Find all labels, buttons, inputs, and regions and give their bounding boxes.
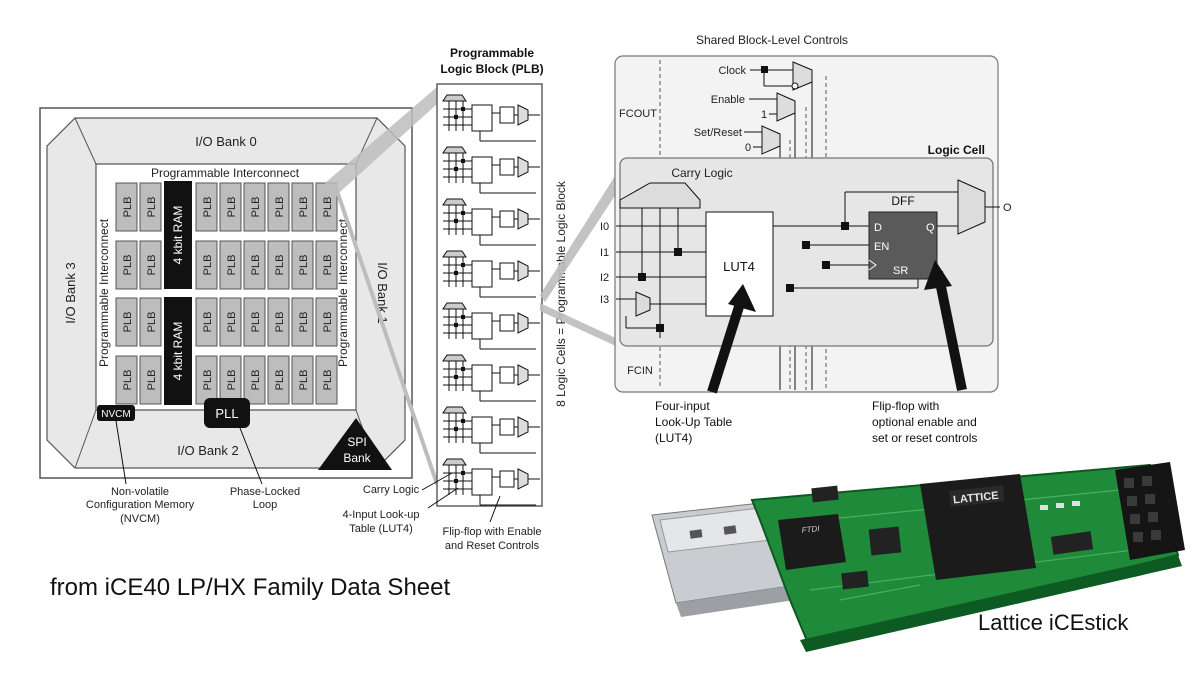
plb-tile-label: PLB <box>322 370 334 391</box>
io-bank-2: I/O Bank 2 <box>177 443 238 458</box>
dff-sr: SR <box>893 265 908 277</box>
logic-cell-title: Logic Cell <box>928 143 985 157</box>
shared-controls-title: Shared Block-Level Controls <box>696 33 848 47</box>
cell-inputs: I0 I1 I2 I3 <box>600 221 609 306</box>
logic-cell-detail: Shared Block-Level Controls FCOUT FCIN C… <box>600 33 1012 445</box>
nvcm-caption-1: Non-volatile <box>111 486 169 498</box>
ff-caption-1: Flip-flop with <box>872 399 939 413</box>
plb-tile-label: PLB <box>322 312 334 333</box>
enable-one: 1 <box>761 109 767 121</box>
plb-side-label: 8 Logic Cells = Programmable Logic Block <box>554 180 568 407</box>
plb-lut-caption-2: Table (LUT4) <box>349 523 413 535</box>
dff-d: D <box>874 222 882 234</box>
ff-caption-3: set or reset controls <box>872 431 977 445</box>
clock-label: Clock <box>718 65 746 77</box>
pll-caption-1: Phase-Locked <box>230 486 300 498</box>
plb-tile-label: PLB <box>322 255 334 276</box>
io-bank-0: I/O Bank 0 <box>195 134 256 149</box>
dff-q: Q <box>926 222 935 234</box>
plb-tile-label: PLB <box>226 370 238 391</box>
plb-tile-label: PLB <box>298 312 310 333</box>
plb-tile-label: PLB <box>274 312 286 333</box>
pll-caption-2: Loop <box>253 499 277 511</box>
nvcm-label: NVCM <box>101 409 130 420</box>
source-caption: from iCE40 LP/HX Family Data Sheet <box>50 574 450 602</box>
plb-tile-label: PLB <box>122 312 134 333</box>
plb-tile-label: PLB <box>202 197 214 218</box>
fcin-label: FCIN <box>627 365 653 377</box>
plb-carry-caption: Carry Logic <box>363 484 420 496</box>
plb-tile-label: PLB <box>122 255 134 276</box>
plb-tile-label: PLB <box>298 370 310 391</box>
plb-tile-label: PLB <box>274 370 286 391</box>
plb-tile-label: PLB <box>298 255 310 276</box>
plb-tile-label: PLB <box>202 312 214 333</box>
plb-tile-label: PLB <box>274 255 286 276</box>
lut-caption-1: Four-input <box>655 399 710 413</box>
input-i2: I2 <box>600 272 609 284</box>
plb-tile-label: PLB <box>298 197 310 218</box>
enable-label: Enable <box>711 94 745 106</box>
io-bank-3: I/O Bank 3 <box>63 262 78 323</box>
ff-caption-2: optional enable and <box>872 415 977 429</box>
fcout-label: FCOUT <box>619 108 657 120</box>
dff-label: DFF <box>891 194 914 208</box>
output-o: O <box>1003 202 1012 214</box>
plb-tile-label: PLB <box>250 255 262 276</box>
plb-tile-label: PLB <box>122 370 134 391</box>
interconnect-top: Programmable Interconnect <box>151 166 300 180</box>
input-i1: I1 <box>600 247 609 259</box>
input-i3: I3 <box>600 294 609 306</box>
spi-label-1: SPI <box>347 435 366 449</box>
plb-tile-label: PLB <box>122 197 134 218</box>
plb-lut-caption-1: 4-Input Look-up <box>342 509 419 521</box>
ram-label-1: 4 kbit RAM <box>171 206 185 265</box>
plb-tile-label: PLB <box>146 370 158 391</box>
dff-en: EN <box>874 241 889 253</box>
plb-tile-label: PLB <box>146 255 158 276</box>
plb-tile-label: PLB <box>250 197 262 218</box>
plb-tile-label: PLB <box>202 255 214 276</box>
interconnect-left: Programmable Interconnect <box>97 218 111 367</box>
plb-title-1: Programmable <box>450 46 534 60</box>
zoom-wedge-2-bottom <box>540 303 620 348</box>
set-reset-zero: 0 <box>745 142 751 154</box>
ram-label-2: 4 kbit RAM <box>171 322 185 381</box>
plb-ff-caption-2: and Reset Controls <box>445 540 540 552</box>
plb-title-2: Logic Block (PLB) <box>440 62 543 76</box>
lut-caption-2: Look-Up Table <box>655 415 732 429</box>
plb-tile-label: PLB <box>250 370 262 391</box>
board-caption: Lattice iCEstick <box>978 610 1128 636</box>
plb-tile-label: PLB <box>226 197 238 218</box>
plb-tile-label: PLB <box>226 312 238 333</box>
plb-tile-label: PLB <box>250 312 262 333</box>
ftdi-logo: FTDI <box>801 524 820 535</box>
nvcm-caption-2: Configuration Memory <box>86 499 195 511</box>
input-i0: I0 <box>600 221 609 233</box>
plb-tile-label: PLB <box>322 197 334 218</box>
plb-tile-label: PLB <box>146 197 158 218</box>
interconnect-right: Programmable Interconnect <box>336 218 350 367</box>
plb-ff-caption-1: Flip-flop with Enable <box>442 526 541 538</box>
nvcm-caption-3: (NVCM) <box>120 513 160 525</box>
plb-tile-label: PLB <box>226 255 238 276</box>
spi-label-2: Bank <box>343 451 371 465</box>
lut-caption-3: (LUT4) <box>655 431 692 445</box>
set-reset-label: Set/Reset <box>694 127 742 139</box>
lut4-label: LUT4 <box>723 259 755 274</box>
plb-tile-label: PLB <box>202 370 214 391</box>
pll-label: PLL <box>215 406 238 421</box>
cell-carry-logic-label: Carry Logic <box>671 166 732 180</box>
plb-tile-label: PLB <box>146 312 158 333</box>
plb-tile-label: PLB <box>274 197 286 218</box>
